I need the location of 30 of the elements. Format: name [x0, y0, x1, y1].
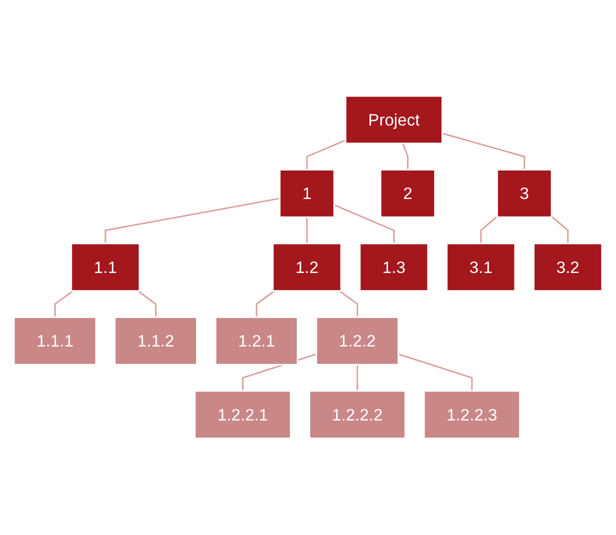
node-box: 2	[380, 169, 436, 218]
node-box: 1.2.2.1	[194, 390, 292, 440]
connector	[442, 132, 526, 170]
node-box: 3.2	[533, 243, 603, 292]
node-box: 1.2.1	[214, 316, 298, 366]
node-box: 1.2.2.2	[308, 390, 406, 440]
connector	[306, 217, 308, 244]
connector	[137, 290, 157, 318]
node-box: 1.1.2	[114, 316, 198, 366]
node-box: 1.2	[272, 243, 342, 292]
connector	[398, 354, 473, 392]
connector	[256, 290, 275, 318]
node-box: 3	[496, 169, 552, 218]
node-box: 1.1.1	[13, 316, 97, 366]
connector	[338, 290, 358, 318]
node-box: 1.2.2	[316, 316, 400, 366]
node-box: Project	[344, 96, 444, 144]
connector	[334, 204, 395, 244]
connector	[480, 216, 498, 244]
node-box: 1	[279, 169, 335, 218]
node-box: 1.2.2.3	[423, 390, 521, 440]
node-box: 1.1	[70, 243, 140, 292]
connector	[54, 290, 74, 318]
connector	[104, 198, 280, 244]
connector	[306, 140, 346, 170]
connector	[551, 216, 569, 244]
connector	[356, 364, 358, 392]
node-box: 1.3	[359, 243, 429, 292]
connector	[402, 143, 408, 170]
node-box: 3.1	[446, 243, 516, 292]
